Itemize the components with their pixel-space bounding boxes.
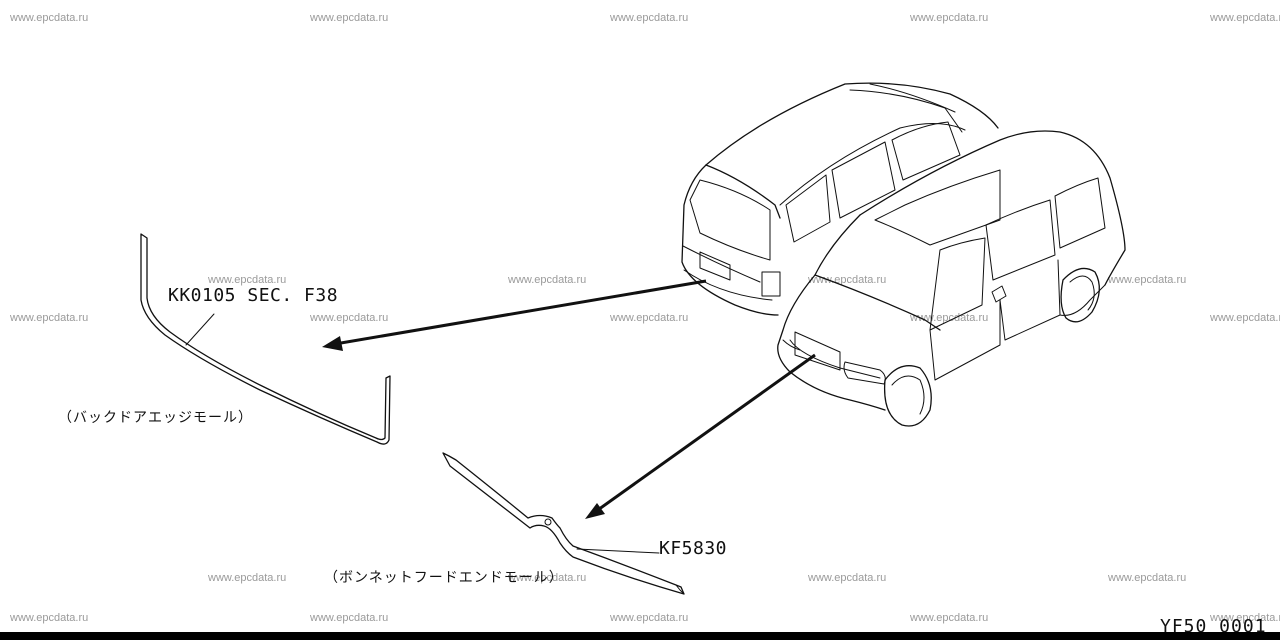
part-description: （バックドアエッジモール） <box>58 410 253 426</box>
bonnet-hood-end-moulding <box>442 452 685 595</box>
watermark: www.epcdata.ru <box>609 612 688 624</box>
watermark: www.epcdata.ru <box>807 274 886 286</box>
watermark: www.epcdata.ru <box>1107 572 1186 584</box>
watermark: www.epcdata.ru <box>9 312 88 324</box>
part-number-label: KK0105 SEC. F38 <box>168 285 338 306</box>
watermark: www.epcdata.ru <box>507 274 586 286</box>
watermark: www.epcdata.ru <box>609 12 688 24</box>
watermark-layer: www.epcdata.ru www.epcdata.ru www.epcdat… <box>9 12 1280 624</box>
watermark: www.epcdata.ru <box>507 572 586 584</box>
watermark: www.epcdata.ru <box>207 274 286 286</box>
watermark: www.epcdata.ru <box>909 12 988 24</box>
back-door-edge-moulding <box>140 233 391 445</box>
figure-code: YF50_0001 <box>1160 616 1267 637</box>
leader-line <box>185 313 215 346</box>
watermark: www.epcdata.ru <box>9 12 88 24</box>
bottom-border <box>0 632 1280 640</box>
vehicle-front-view-illustration <box>777 130 1126 427</box>
arrow-to-bonnet-moulding <box>585 353 816 519</box>
part-number-label: KF5830 <box>659 538 727 559</box>
watermark: www.epcdata.ru <box>1209 12 1280 24</box>
watermark: www.epcdata.ru <box>309 312 388 324</box>
watermark: www.epcdata.ru <box>1209 312 1280 324</box>
part-description: （ボンネットフードエンドモール） <box>324 570 564 586</box>
watermark: www.epcdata.ru <box>909 312 988 324</box>
watermark: www.epcdata.ru <box>1209 612 1280 624</box>
watermark: www.epcdata.ru <box>309 612 388 624</box>
watermark: www.epcdata.ru <box>807 572 886 584</box>
watermark: www.epcdata.ru <box>9 612 88 624</box>
arrow-to-back-door-moulding <box>322 279 707 351</box>
watermark: www.epcdata.ru <box>309 12 388 24</box>
watermark: www.epcdata.ru <box>1107 274 1186 286</box>
leader-line <box>576 548 660 554</box>
watermark: www.epcdata.ru <box>207 572 286 584</box>
vehicle-rear-view-illustration <box>681 82 999 316</box>
watermark: www.epcdata.ru <box>609 312 688 324</box>
watermark: www.epcdata.ru <box>909 612 988 624</box>
